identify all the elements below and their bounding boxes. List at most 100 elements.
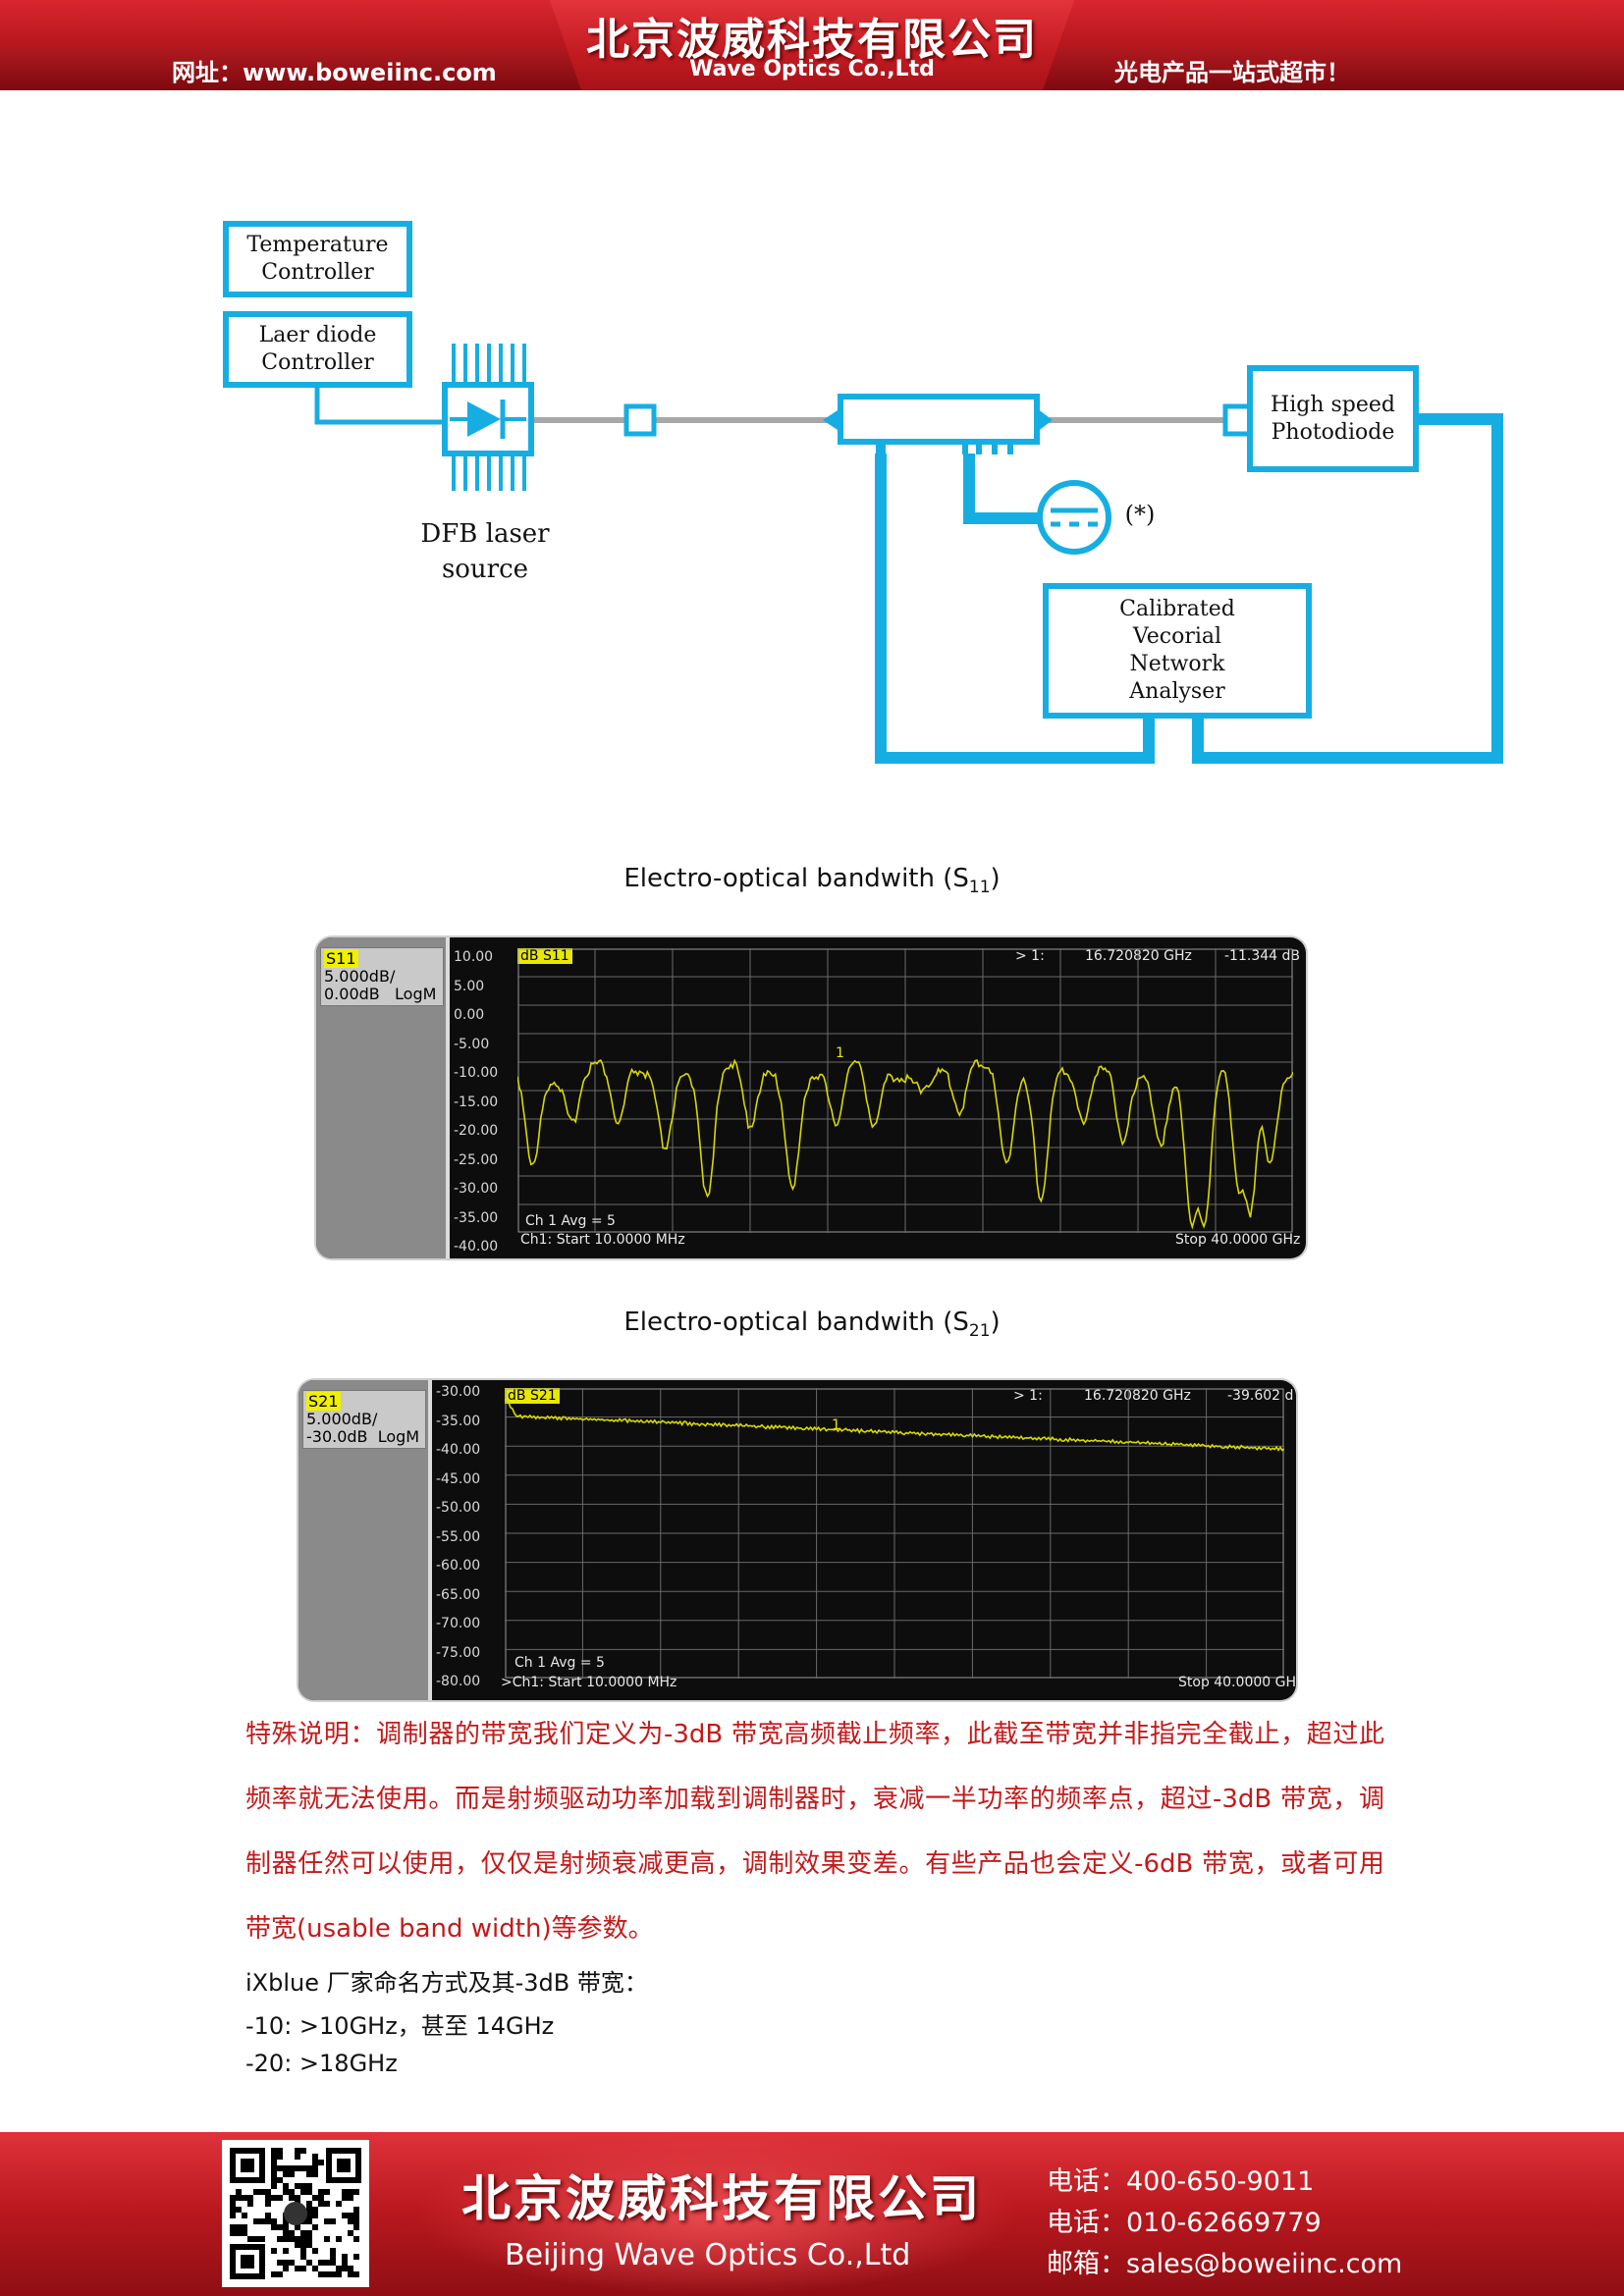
- qr-module: [318, 2160, 324, 2165]
- header-slogan: 光电产品一站式超市！: [1114, 59, 1350, 86]
- qr-module: [353, 2271, 359, 2277]
- y-tick-label: -25.00: [454, 1151, 499, 1168]
- qr-module: [312, 2266, 318, 2271]
- qr-module: [342, 2195, 348, 2201]
- qr-module: [342, 2254, 348, 2260]
- qr-module: [324, 2189, 330, 2195]
- qr-module: [265, 2189, 271, 2195]
- qr-module: [330, 2254, 336, 2260]
- bandwidth-note: 特殊说明：调制器的带宽我们定义为-3dB 带宽高频截止频率，此截至带宽并非指完全…: [245, 1720, 1384, 1944]
- qr-module: [312, 2248, 318, 2254]
- qr-module: [324, 2236, 330, 2242]
- qr-module: [312, 2224, 318, 2230]
- qr-module: [271, 2148, 277, 2154]
- header-website[interactable]: 网址：www.boweiinc.com: [172, 59, 497, 86]
- s11-marker: > 1:: [1015, 948, 1045, 964]
- s11-start: Ch1: Start 10.0000 MHz: [520, 1232, 685, 1248]
- qr-module: [289, 2195, 295, 2201]
- qr-module: [289, 2236, 295, 2242]
- qr-module: [236, 2195, 242, 2201]
- y-tick-label: -55.00: [436, 1528, 481, 1545]
- qr-module: [324, 2271, 330, 2277]
- qr-module: [289, 2260, 295, 2266]
- qr-module: [271, 2183, 277, 2189]
- qr-module: [247, 2195, 253, 2201]
- qr-module: [312, 2171, 318, 2177]
- qr-module: [324, 2201, 330, 2207]
- qr-module: [295, 2266, 300, 2271]
- qr-module: [306, 2242, 312, 2248]
- qr-module: [300, 2248, 306, 2254]
- qr-module: [236, 2230, 242, 2236]
- s21-marker-number: 1: [832, 1417, 840, 1433]
- header-center-tab: [550, 0, 1074, 90]
- qr-module: [306, 2189, 312, 2195]
- dfb-laser-label: DFB laser source: [420, 519, 550, 584]
- s11-info-box: S11 5.000dB/ 0.00dB LogM: [320, 947, 444, 1006]
- y-tick-label: 10.00: [454, 949, 494, 965]
- y-tick-label: -65.00: [436, 1586, 481, 1603]
- qr-module: [283, 2183, 289, 2189]
- qr-module: [265, 2195, 271, 2201]
- qr-module: [295, 2165, 300, 2171]
- qr-module: [318, 2195, 324, 2201]
- qr-module: [265, 2218, 271, 2224]
- qr-module: [283, 2248, 289, 2254]
- qr-module: [230, 2201, 236, 2207]
- s21-info-box: S21 5.000dB/ -30.0dB LogM: [302, 1390, 426, 1449]
- qr-module: [277, 2148, 283, 2154]
- qr-module: [236, 2189, 242, 2195]
- qr-module: [312, 2213, 318, 2218]
- qr-code-icon[interactable]: [222, 2140, 369, 2287]
- y-tick-label: -20.00: [454, 1123, 499, 1139]
- qr-module: [312, 2154, 318, 2160]
- y-tick-label: -40.00: [454, 1239, 499, 1255]
- qr-module: [342, 2213, 348, 2218]
- s21-info-ref: -30.0dB: [306, 1427, 368, 1446]
- qr-module: [289, 2189, 295, 2195]
- qr-module: [306, 2183, 312, 2189]
- qr-module: [271, 2218, 277, 2224]
- qr-module: [295, 2183, 300, 2189]
- qr-module: [271, 2177, 277, 2183]
- y-tick-label: -30.00: [454, 1181, 499, 1197]
- qr-module: [353, 2213, 359, 2218]
- qr-module: [318, 2201, 324, 2207]
- footer-email[interactable]: 邮箱：sales@boweiinc.com: [1047, 2249, 1403, 2279]
- qr-module: [242, 2224, 247, 2230]
- qr-module: [295, 2148, 300, 2154]
- footer-company-en: Beijing Wave Optics Co.,Ltd: [505, 2238, 911, 2272]
- y-tick-label: -70.00: [436, 1616, 481, 1631]
- qr-module: [300, 2183, 306, 2189]
- page-footer: 北京波威科技有限公司 Beijing Wave Optics Co.,Ltd 电…: [0, 2132, 1624, 2296]
- qr-module: [230, 2195, 236, 2201]
- s21-plot: [505, 1388, 1284, 1679]
- s11-caption-sub: 11: [968, 878, 991, 898]
- qr-module: [353, 2189, 359, 2195]
- qr-module: [271, 2154, 277, 2160]
- header-company-cn: 北京波威科技有限公司: [586, 15, 1038, 65]
- qr-module: [236, 2207, 242, 2213]
- qr-module: [265, 2213, 271, 2218]
- qr-module: [253, 2189, 259, 2195]
- s11-info-name: S11: [324, 949, 358, 968]
- y-tick-label: -15.00: [454, 1094, 499, 1110]
- y-tick-label: -5.00: [454, 1036, 490, 1052]
- qr-module: [312, 2165, 318, 2171]
- qr-module: [312, 2207, 318, 2213]
- s21-marker: > 1:: [1013, 1388, 1043, 1404]
- s11-info-ref: 0.00dB: [324, 985, 380, 1003]
- qr-module: [348, 2230, 353, 2236]
- qr-module: [230, 2224, 236, 2230]
- y-tick-label: -30.00: [436, 1384, 481, 1400]
- s11-plot: [517, 948, 1293, 1233]
- y-tick-label: -60.00: [436, 1558, 481, 1574]
- s21-avg: Ch 1 Avg = 5: [514, 1655, 605, 1671]
- page-header: 北京波威科技有限公司 Wave Optics Co.,Ltd 网址：www.bo…: [0, 0, 1624, 90]
- qr-module: [271, 2248, 277, 2254]
- qr-module: [306, 2213, 312, 2218]
- qr-module: [318, 2189, 324, 2195]
- qr-module: [353, 2236, 359, 2242]
- qr-module: [336, 2266, 342, 2271]
- qr-module: [306, 2201, 312, 2207]
